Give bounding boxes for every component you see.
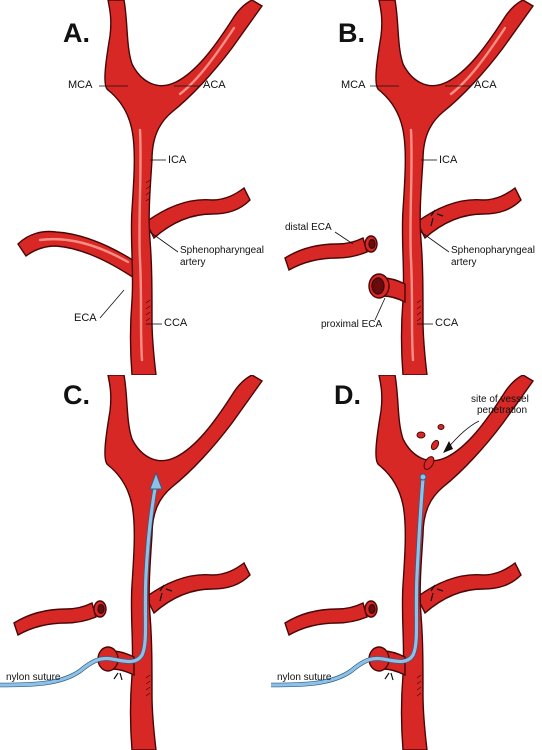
distal-eca-stump (284, 601, 368, 637)
nylon-suture (0, 471, 163, 688)
proximal-eca-ligature (384, 672, 394, 681)
label-distal-eca: distal ECA (285, 222, 332, 233)
panel-label: A. (63, 18, 90, 48)
main-trunk-ica-cca (104, 0, 264, 375)
vessel-tree (284, 0, 535, 375)
main-trunk-ica-cca (375, 375, 535, 750)
panel-a-vessel-drawing (17, 0, 264, 375)
distal-eca-lumen (368, 238, 376, 250)
sphenopharyngeal-artery (145, 561, 251, 615)
distal-eca-lumen (368, 603, 376, 615)
distal-eca-stump (284, 236, 368, 272)
vessel-highlight (138, 128, 144, 362)
distal-eca-lumen (97, 603, 105, 615)
leader-eca (99, 289, 125, 319)
vessel-tree (13, 375, 264, 750)
spa-ligature (430, 209, 444, 227)
spa-ligature (159, 584, 173, 602)
panel-d: D. site of vessel penetration nylon sutu… (271, 375, 542, 750)
panel-b: B. MCA ACA ICA distal ECA Sphenopharynge… (271, 0, 542, 375)
site-arrowhead (443, 441, 453, 453)
label-nylon-suture: nylon suture (277, 672, 332, 683)
suture-arrowhead (149, 471, 163, 490)
external-carotid-artery (17, 230, 143, 279)
label-site-line2: penetration (477, 405, 528, 416)
label-mca: MCA (341, 79, 366, 91)
spa-ligature (430, 584, 444, 602)
panel-d-vessel-drawing (271, 375, 535, 750)
label-proximal-eca: proximal ECA (321, 319, 383, 330)
label-spa-line2: artery (451, 257, 477, 268)
label-aca: ACA (203, 79, 226, 91)
label-spa-line1: Sphenopharyngeal (180, 245, 264, 256)
sphenopharyngeal-artery (416, 561, 522, 615)
label-cca: CCA (164, 317, 188, 329)
vessel-shading (416, 674, 422, 697)
panel-c: C. nylon suture (0, 375, 271, 750)
proximal-eca-ligature (113, 672, 123, 681)
main-trunk-ica-cca (104, 375, 264, 750)
blood-droplets (416, 424, 445, 470)
sphenopharyngeal-artery (145, 186, 251, 240)
vessel-shading (145, 674, 151, 697)
label-spa-line1: Sphenopharyngeal (451, 245, 535, 256)
vessel-shading (416, 299, 422, 322)
vessel-highlight-eca (38, 238, 130, 264)
leader-spa (420, 231, 450, 253)
label-mca: MCA (68, 79, 93, 91)
vessel-tree (17, 0, 264, 375)
panel-label: B. (338, 18, 365, 48)
leader-distal-eca (334, 231, 354, 245)
sphenopharyngeal-artery (416, 186, 522, 240)
label-ica: ICA (168, 154, 187, 166)
label-site-line1: site of vessel (471, 394, 529, 405)
panel-a: A. MCA ACA ICA Sphenopharyngeal artery E… (0, 0, 271, 375)
panel-label: C. (63, 380, 90, 410)
distal-eca-stump (13, 601, 97, 637)
label-cca: CCA (435, 317, 459, 329)
vessel-shading (145, 179, 151, 322)
label-eca: ECA (74, 312, 97, 324)
vessel-highlight-branch (449, 26, 507, 96)
suture-tip (419, 473, 427, 481)
proximal-eca-lumen (371, 277, 385, 295)
main-trunk-ica-cca (375, 0, 535, 375)
label-nylon-suture: nylon suture (6, 672, 61, 683)
label-spa-line2: artery (180, 257, 206, 268)
panel-c-vessel-drawing (0, 375, 264, 750)
vessel-highlight (409, 128, 415, 362)
panel-b-vessel-drawing (284, 0, 535, 375)
vessel-tree (284, 375, 535, 750)
vessel-highlight-branch (178, 26, 236, 96)
nylon-suture (271, 473, 427, 688)
leader-proximal-eca (374, 297, 386, 321)
label-ica: ICA (439, 154, 458, 166)
label-aca: ACA (474, 79, 497, 91)
leader-spa (149, 231, 179, 253)
panel-label: D. (334, 380, 361, 410)
